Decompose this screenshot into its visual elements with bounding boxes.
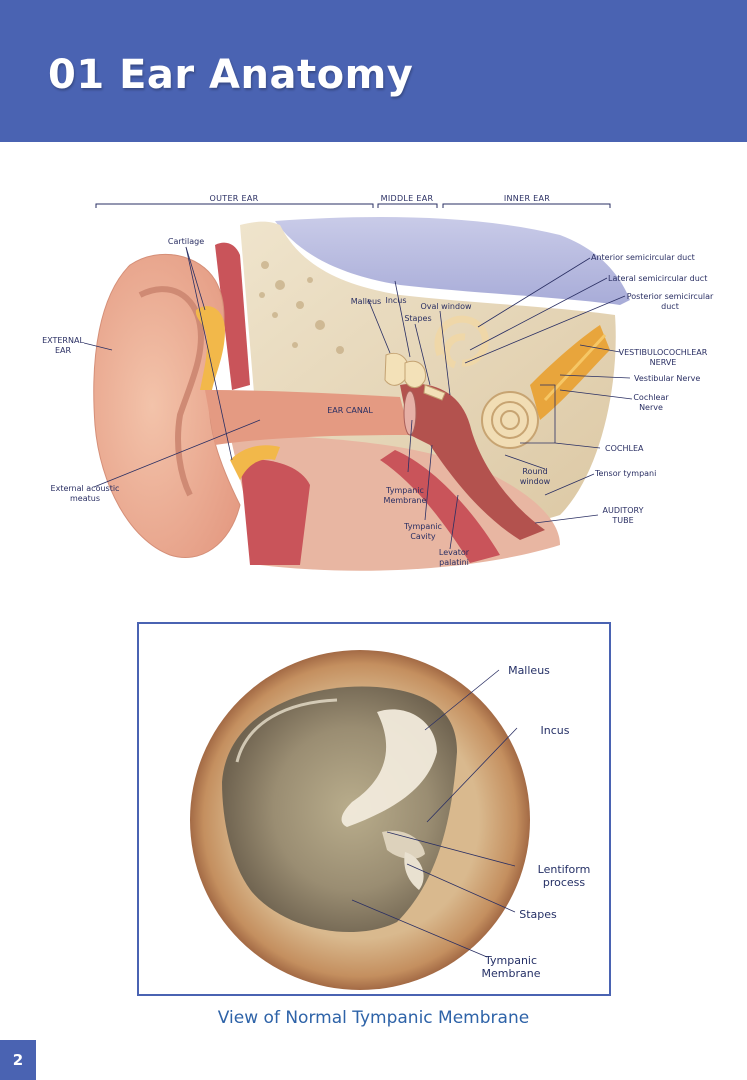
label-stapes: Stapes [404,314,431,323]
label-vestibular-nerve: Vestibular Nerve [634,374,700,383]
tympanic-label-incus: Incus [541,724,570,737]
tympanic-label-membrane-1: Tympanic [484,954,537,967]
tympanic-label-membrane-2: Membrane [482,967,541,980]
tympanic-membrane-illustration: Malleus Incus Lentiform process Stapes T… [190,650,591,990]
header-band [0,0,747,142]
label-cochlea: COCHLEA [605,444,644,453]
label-cochlear-nerve-1: Cochlear [633,393,669,402]
leader-lines [83,246,633,550]
ear-anatomy-illustration: OUTER EAR MIDDLE EAR INNER EAR [42,194,714,571]
otoscope-view [190,650,530,990]
ear-cross-section [93,216,630,571]
label-round-window-1: Round [522,467,547,476]
label-levator-2: palatini [439,558,469,567]
label-external-meatus-2: meatus [70,494,100,503]
cochlea-spiral [481,391,539,449]
label-cochlear-nerve-2: Nerve [639,403,663,412]
label-tympanic-cavity-2: Cavity [410,532,436,541]
label-posterior-duct-2: duct [661,302,679,311]
label-posterior-duct-1: Posterior semicircular [627,292,714,301]
tympanic-label-malleus: Malleus [508,664,550,677]
middle-ear-heading: MIDDLE EAR [381,194,434,203]
section-brackets [95,203,611,208]
label-tympanic-membrane-1: Tympanic [385,486,424,495]
label-vestibulocochlear-2: NERVE [650,358,677,367]
tympanic-label-lentiform-2: process [543,876,586,889]
inner-ear-heading: INNER EAR [504,194,550,203]
tympanic-leader-lines [351,669,518,958]
label-oval-window: Oval window [420,302,472,311]
label-malleus: Malleus [351,297,381,306]
label-lateral-duct: Lateral semicircular duct [608,274,707,283]
page-title: 01 Ear Anatomy [48,52,414,98]
label-tensor-tympani: Tensor tympani [594,469,656,478]
label-external-meatus-1: External acoustic [51,484,120,493]
label-incus: Incus [385,296,406,305]
tympanic-label-lentiform-1: Lentiform [538,863,591,876]
label-round-window-2: window [520,477,551,486]
label-auditory-tube-2: TUBE [611,516,633,525]
label-anterior-duct: Anterior semicircular duct [591,253,695,262]
label-auditory-tube-1: AUDITORY [603,506,644,515]
label-levator-1: Levator [439,548,470,557]
label-ear-canal: EAR CANAL [327,406,373,415]
label-external-ear-1: EXTERNAL [42,336,84,345]
label-tympanic-membrane-2: Membrane [384,496,427,505]
label-external-ear-2: EAR [55,346,72,355]
outer-ear-heading: OUTER EAR [210,194,259,203]
label-cartilage: Cartilage [168,237,204,246]
page-number: 2 [0,1040,36,1080]
figure-caption: View of Normal Tympanic Membrane [217,1008,530,1028]
label-tympanic-cavity-1: Tympanic [403,522,442,531]
tympanic-label-stapes: Stapes [519,908,557,921]
label-vestibulocochlear-1: VESTIBULOCOCHLEAR [619,348,708,357]
